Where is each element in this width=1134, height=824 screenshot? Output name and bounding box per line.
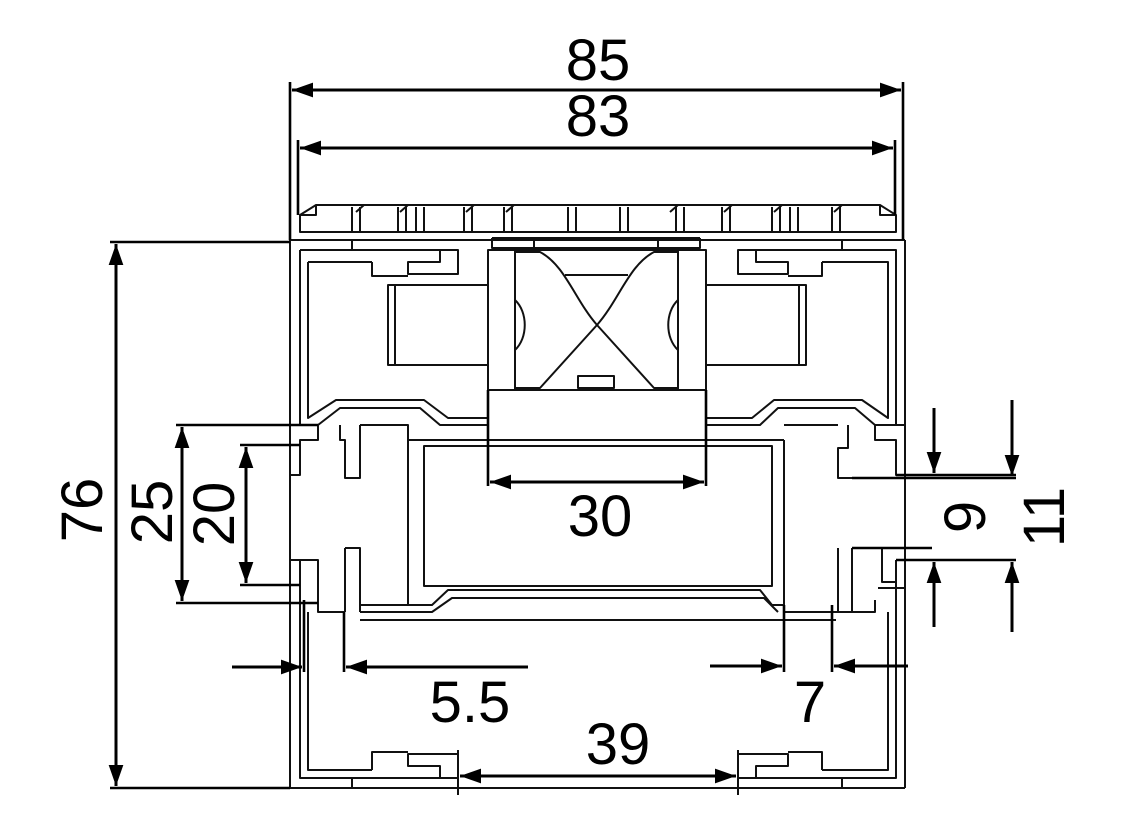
dimension-right-inner-gap: 11 (852, 400, 1077, 632)
aluminium-profile (289, 204, 906, 795)
dimension-middle-chamber-width: 30 (486, 390, 708, 549)
label-outer-groove-height: 25 (120, 480, 185, 545)
upper-chamber (307, 261, 889, 419)
label-right-wall-thickness: 7 (794, 670, 826, 735)
dimension-left-wall-thickness: 5.5 (232, 600, 528, 735)
right-pad (705, 284, 807, 366)
label-left-wall-thickness: 5.5 (430, 670, 511, 735)
label-middle-chamber-width: 30 (568, 484, 633, 549)
dimension-overall-height: 76 (50, 240, 290, 790)
label-cover-width: 83 (566, 84, 631, 149)
bottom-left-clip (351, 750, 459, 795)
dimension-outer-groove-height: 25 (120, 423, 318, 605)
label-overall-width: 85 (566, 28, 631, 93)
dimension-right-outer-gap: 9 (896, 408, 1016, 627)
label-bottom-clip-distance: 39 (586, 712, 651, 777)
dimension-cover-width: 83 (296, 84, 897, 215)
top-left-clip (351, 240, 459, 277)
left-pad (387, 284, 489, 366)
label-overall-height: 76 (50, 478, 115, 543)
label-right-outer-gap: 9 (933, 501, 998, 533)
dimension-inner-groove-height: 20 (182, 443, 300, 587)
dimension-right-wall-thickness: 7 (710, 605, 908, 735)
bottom-right-clip (737, 750, 843, 795)
label-right-inner-gap: 11 (1012, 487, 1077, 547)
top-right-clip (737, 240, 843, 277)
dimension-bottom-clip-distance: 39 (460, 712, 736, 784)
label-inner-groove-height: 20 (182, 482, 247, 547)
left-groove (289, 424, 409, 613)
dimension-overall-width: 85 (288, 28, 905, 240)
right-groove (784, 424, 906, 613)
central-roller (487, 237, 707, 391)
cover-strip (299, 204, 897, 233)
